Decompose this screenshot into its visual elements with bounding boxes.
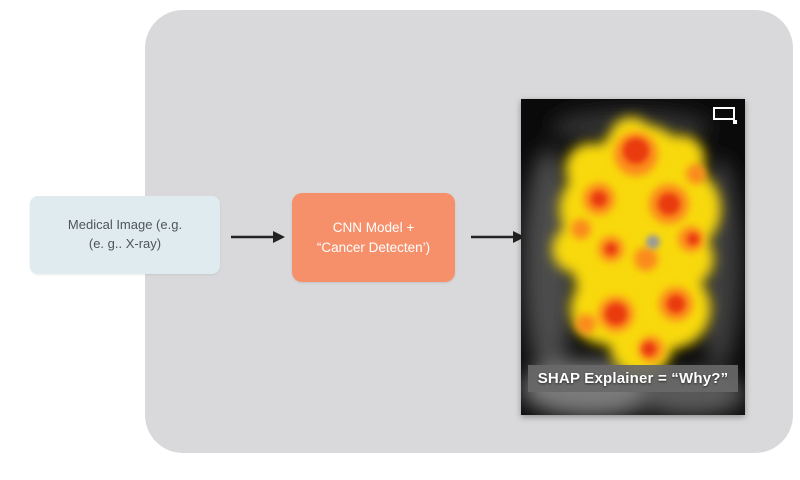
medical-image-label-line2: (e. g.. X-ray) [88,236,162,251]
cnn-model-node: CNN Model + “Cancer Detecten’) [292,193,455,282]
shap-heatmap-frame: SHAP Explainer = “Why?” [521,99,745,415]
medical-image-label-line1: Medical Image (e.g. [67,217,183,233]
cnn-model-label-line1: CNN Model + [332,219,415,235]
shap-caption-text: SHAP Explainer = “Why?” [537,370,729,387]
heat-layer-red [591,138,699,356]
shap-caption-bar: SHAP Explainer = “Why?” [528,365,738,392]
flow-arrow-2 [471,231,525,243]
fullscreen-icon [713,107,737,124]
cnn-model-label-line2: “Cancer Detecten’) [316,239,431,255]
heat-gray-gap [646,235,660,249]
flow-arrow-1 [231,231,285,243]
medical-image-node: Medical Image (e.g. (e. g.. X-ray) [30,196,220,274]
